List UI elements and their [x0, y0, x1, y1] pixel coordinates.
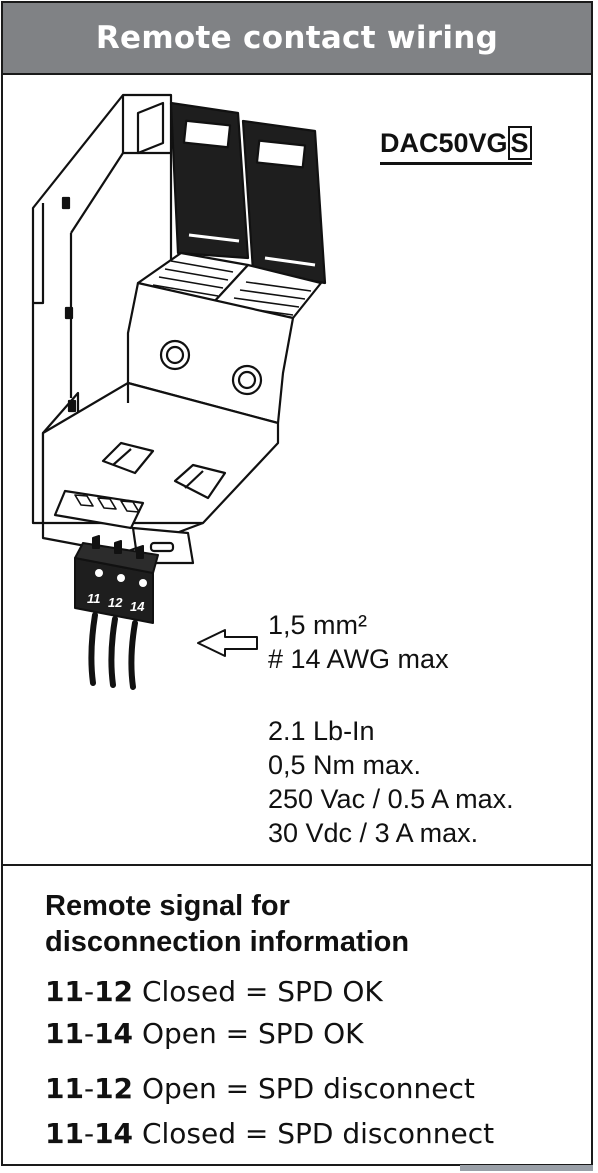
- torque-nm: 0,5 Nm max.: [268, 750, 422, 780]
- signal-row: 11-12 Closed = SPD OK: [45, 975, 383, 1008]
- electrical-spec: 2.1 Lb-In 0,5 Nm max. 250 Vac / 0.5 A ma…: [268, 714, 514, 850]
- model-prefix: DAC50VG: [380, 128, 508, 158]
- wire-size: 1,5 mm²: [268, 610, 368, 640]
- header-bar: Remote contact wiring: [3, 3, 591, 75]
- terminal-label-11: 11: [87, 591, 101, 606]
- page-title: Remote contact wiring: [95, 20, 499, 56]
- section-divider: [3, 864, 591, 866]
- ac-rating: 250 Vac / 0.5 A max.: [268, 784, 514, 814]
- terminal-label-14: 14: [130, 599, 145, 614]
- signal-heading-line2: disconnection information: [45, 926, 410, 958]
- signal-heading-line1: Remote signal for: [45, 890, 290, 922]
- signal-row: 11-12 Open = SPD disconnect: [45, 1072, 475, 1105]
- signal-row: 11-14 Open = SPD OK: [45, 1017, 364, 1050]
- model-suffix: S: [507, 126, 532, 160]
- terminal-label-12: 12: [108, 595, 123, 610]
- torque-lbin: 2.1 Lb-In: [268, 716, 375, 746]
- signal-heading: Remote signal for disconnection informat…: [45, 888, 565, 960]
- dc-rating: 30 Vdc / 3 A max.: [268, 818, 479, 848]
- arrow-left-icon: [197, 629, 258, 657]
- signal-row: 11-14 Closed = SPD disconnect: [45, 1117, 495, 1150]
- shadow-edge: [460, 1165, 593, 1171]
- wire-spec: 1,5 mm² # 14 AWG max: [268, 608, 449, 676]
- terminal-connector-illustration: 11 12 14: [74, 535, 159, 690]
- awg-rating: # 14 AWG max: [268, 644, 449, 674]
- spd-device-illustration: 11 12 14: [31, 93, 327, 690]
